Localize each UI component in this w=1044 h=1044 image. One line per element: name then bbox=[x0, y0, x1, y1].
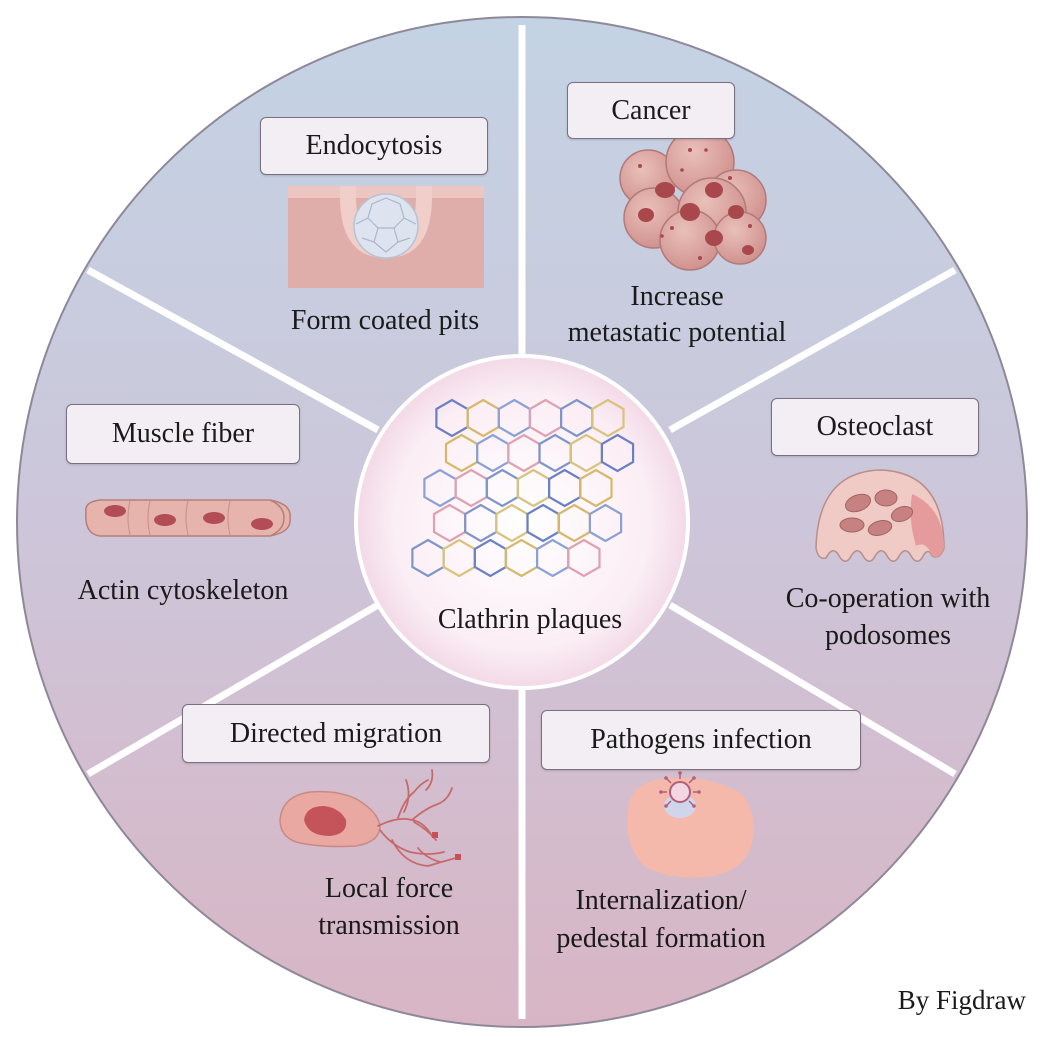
osteoclast-title: Osteoclast bbox=[816, 411, 934, 442]
muscle-fiber-caption: Actin cytoskeleton bbox=[77, 575, 289, 606]
osteoclast-icon bbox=[815, 469, 945, 562]
segment-dividers bbox=[86, 25, 957, 1019]
center-label: Clathrin plaques bbox=[437, 604, 623, 635]
lattice-hexagon bbox=[588, 503, 623, 543]
cancer-cells-icon bbox=[619, 127, 767, 271]
pathogens-infection-title: Pathogens infection bbox=[590, 724, 812, 755]
muscle-fiber-icon bbox=[85, 499, 291, 537]
osteoclast-title-box: Osteoclast bbox=[771, 398, 979, 456]
coated-pit-icon bbox=[288, 186, 484, 288]
endocytosis-caption: Form coated pits bbox=[290, 305, 480, 336]
clathrin-lattice-icon bbox=[411, 398, 635, 578]
muscle-fiber-title: Muscle fiber bbox=[111, 418, 255, 449]
cancer-title: Cancer bbox=[611, 94, 691, 126]
migration-caption-line1: Local force bbox=[324, 873, 454, 904]
muscle-fiber-title-box: Muscle fiber bbox=[66, 404, 300, 464]
cancer-title-box: Cancer bbox=[567, 82, 735, 139]
center-circle bbox=[354, 354, 690, 690]
migration-caption-line2: transmission bbox=[318, 910, 460, 941]
lattice-hexagon bbox=[579, 468, 613, 508]
pathogens-caption-line2: pedestal formation bbox=[556, 923, 766, 954]
endocytosis-title-box: Endocytosis bbox=[260, 117, 488, 175]
directed-migration-title: Directed migration bbox=[229, 717, 443, 749]
lattice-hexagon bbox=[567, 538, 601, 578]
cancer-caption-line1: Increase bbox=[630, 281, 724, 312]
lattice-hexagon bbox=[591, 398, 625, 438]
pathogens-infection-title-box: Pathogens infection bbox=[541, 710, 861, 770]
lattice-hexagon bbox=[600, 433, 635, 473]
migrating-cell-icon bbox=[279, 769, 461, 867]
osteoclast-caption-line2: podosomes bbox=[825, 620, 951, 651]
credit-text: By Figdraw bbox=[897, 985, 1026, 1015]
pathogen-infected-cell-icon bbox=[627, 771, 754, 878]
osteoclast-caption-line1: Co-operation with bbox=[785, 583, 991, 614]
directed-migration-title-box: Directed migration bbox=[182, 704, 490, 763]
cancer-caption-line2: metastatic potential bbox=[567, 317, 787, 348]
endocytosis-title: Endocytosis bbox=[305, 130, 443, 161]
pathogens-caption-line1: Internalization/ bbox=[575, 885, 747, 916]
